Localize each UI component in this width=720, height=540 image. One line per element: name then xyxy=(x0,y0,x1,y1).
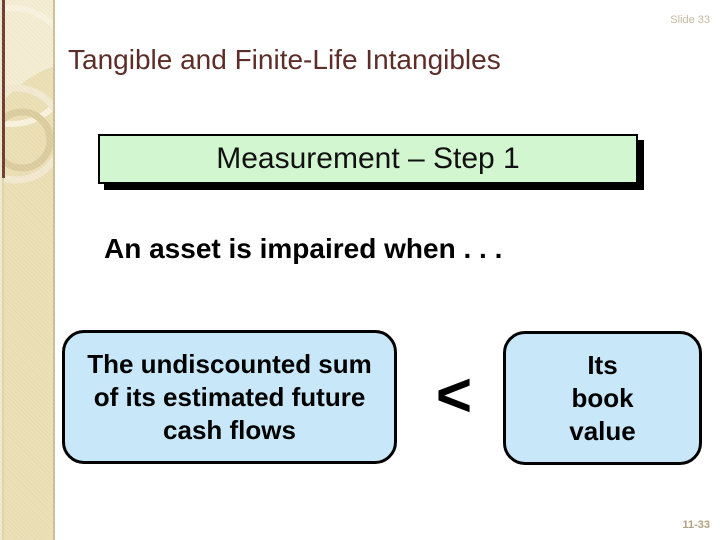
measurement-step-header-box: Measurement – Step 1 xyxy=(98,134,638,184)
right-box-line-1: Its xyxy=(587,349,618,380)
page-number: 11-33 xyxy=(682,519,710,531)
book-value-box: Its book value xyxy=(503,331,702,465)
right-box-line-2: book xyxy=(571,382,634,413)
sidebar-decoration xyxy=(0,0,73,540)
sidebar-texture xyxy=(0,0,55,540)
less-than-operator: < xyxy=(435,360,473,430)
left-box-line-3: cash flows xyxy=(163,414,296,445)
undiscounted-cash-flows-box: The undiscounted sum of its estimated fu… xyxy=(62,330,397,464)
slide-note: Slide 33 xyxy=(670,14,710,26)
slide-title: Tangible and Finite-Life Intangibles xyxy=(68,44,501,75)
sidebar-circles-art xyxy=(0,0,73,540)
right-box-line-3: value xyxy=(569,415,636,446)
left-box-line-1: The undiscounted sum xyxy=(87,348,372,379)
left-box-line-2: of its estimated future xyxy=(93,381,366,412)
lead-text: An asset is impaired when . . . xyxy=(104,233,503,264)
